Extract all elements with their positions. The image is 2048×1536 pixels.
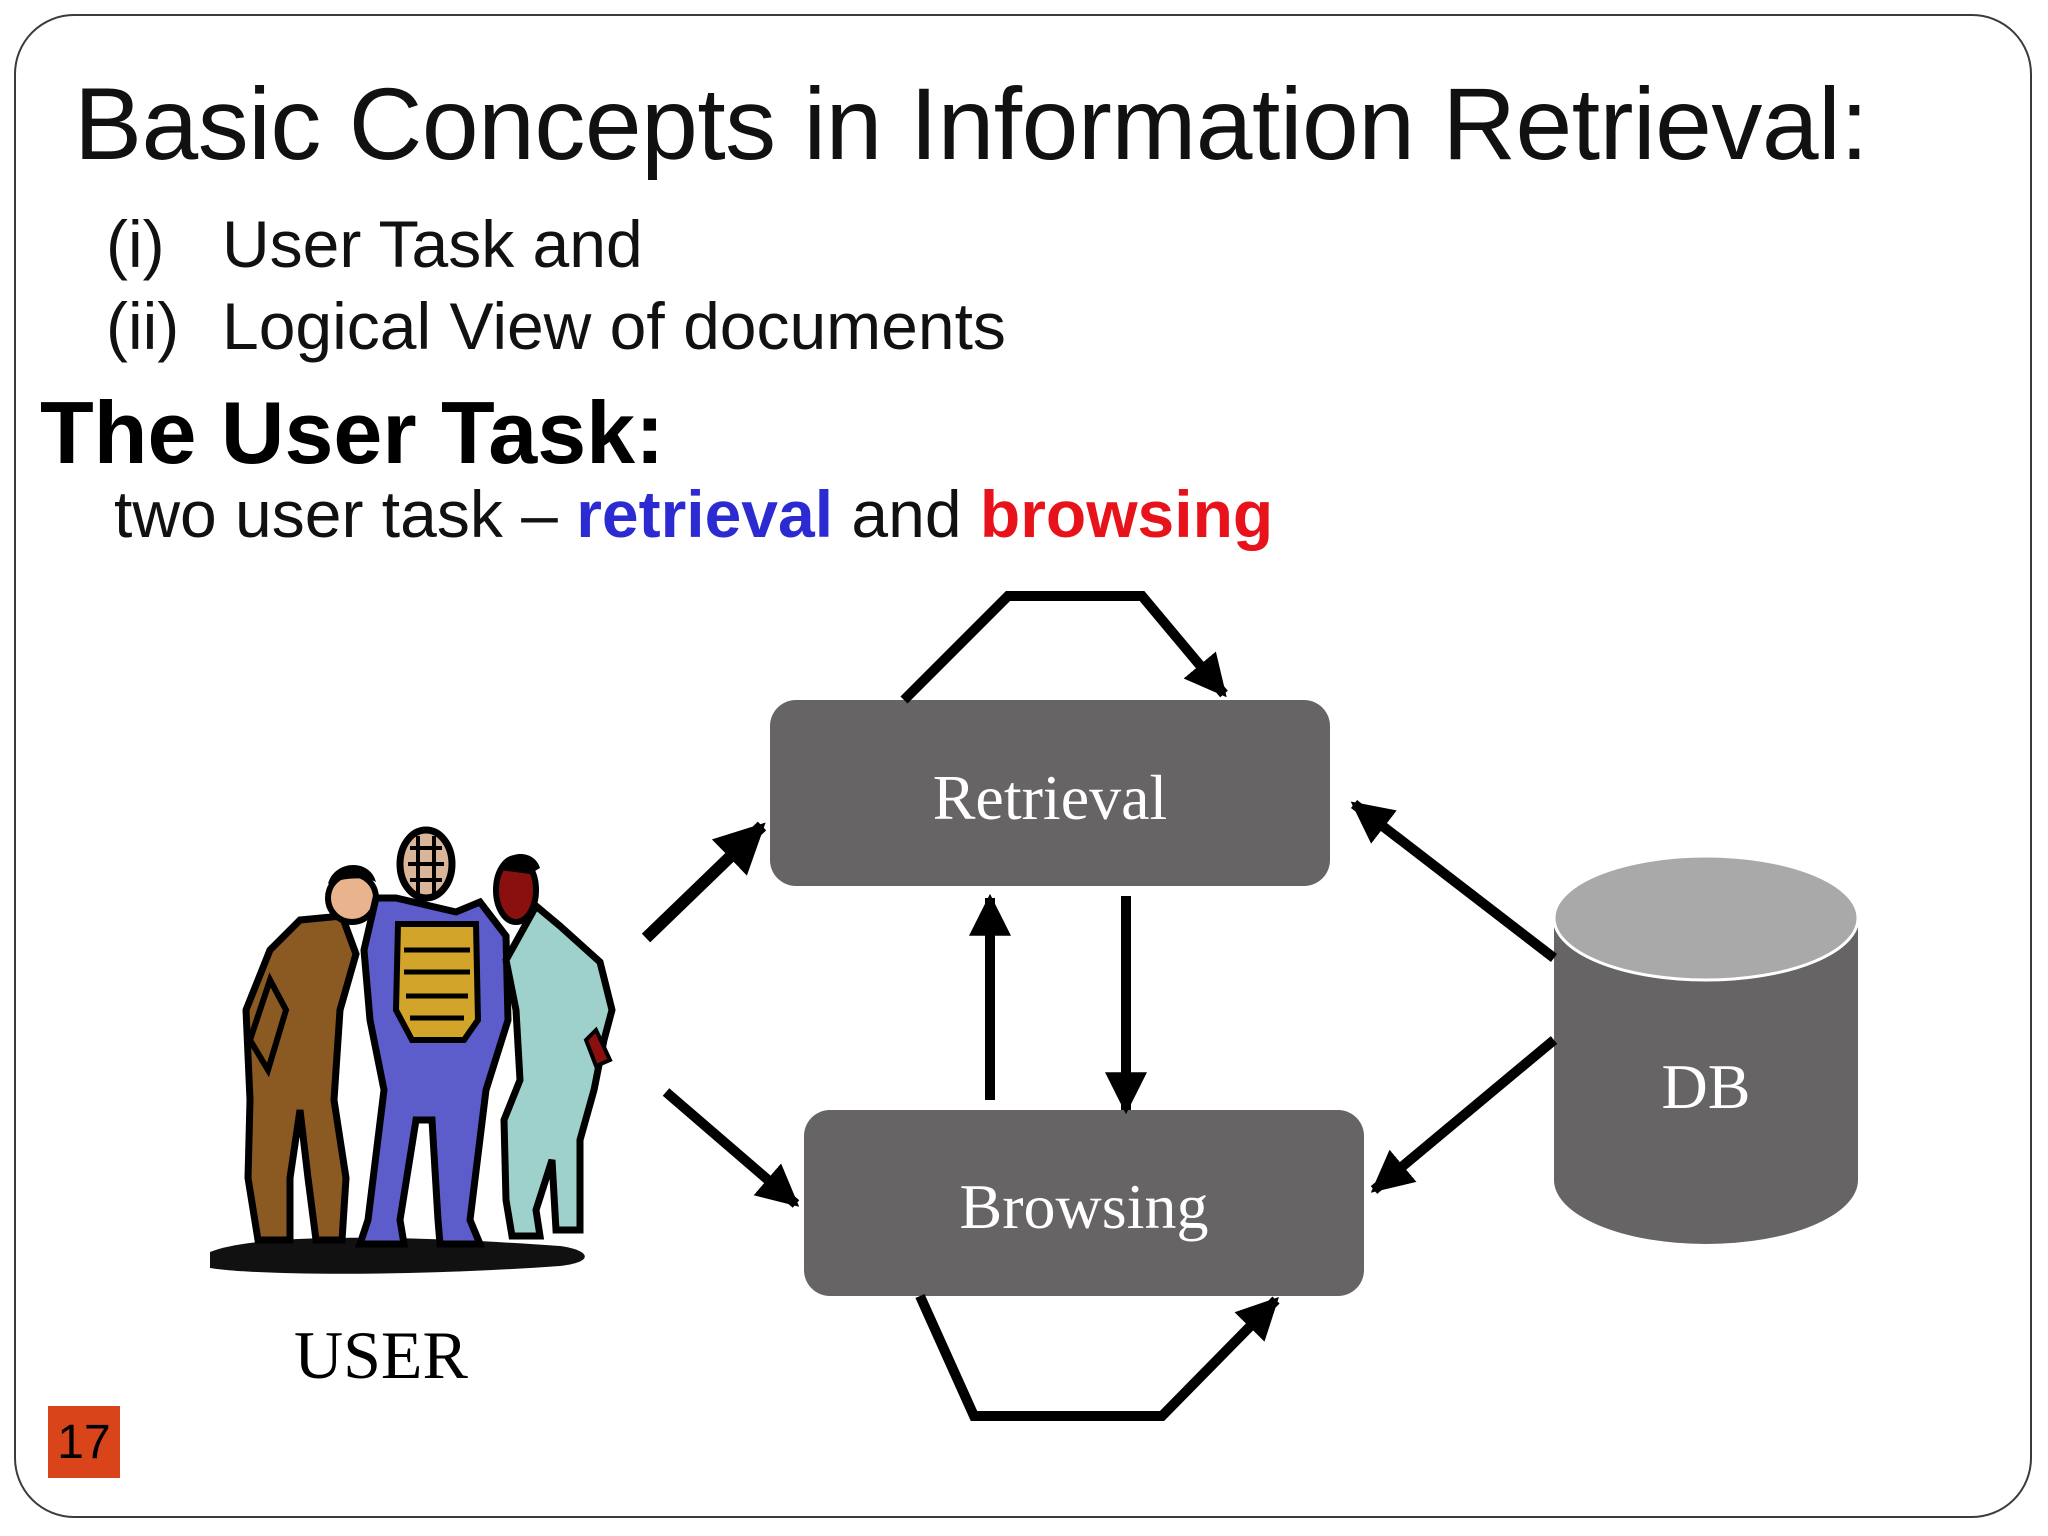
- slide-number-badge: 17: [48, 1406, 120, 1478]
- list-text: User Task and: [222, 207, 643, 281]
- user-group-icon: [210, 826, 616, 1274]
- retrieval-box: [770, 700, 1330, 886]
- slide-title: Basic Concepts in Information Retrieval:: [74, 67, 1869, 181]
- browsing-keyword: browsing: [979, 477, 1274, 551]
- db-cylinder: [1552, 854, 1860, 1244]
- section-heading: The User Task:: [40, 383, 665, 482]
- list-number: (i): [106, 207, 165, 281]
- task-middle: and: [851, 477, 962, 551]
- retrieval-label: Retrieval: [933, 762, 1168, 833]
- browsing-box: [804, 1110, 1364, 1296]
- retrieval-keyword: retrieval: [576, 477, 834, 551]
- user-label: USER: [294, 1317, 468, 1393]
- task-description: two user task – retrieval and browsing: [114, 476, 1273, 552]
- concept-list-item-2: (ii) Logical View of documents: [106, 288, 1006, 364]
- browsing-self-loop-arrow: [915, 1293, 1280, 1421]
- retrieval-self-loop-arrow: [900, 591, 1228, 704]
- user-to-retrieval-arrow: [641, 821, 767, 943]
- task-prefix: two user task –: [114, 477, 558, 551]
- db-to-browsing-arrow: [1370, 1036, 1558, 1194]
- db-label: DB: [1662, 1051, 1751, 1122]
- browsing-label: Browsing: [960, 1171, 1209, 1242]
- db-to-retrieval-arrow: [1350, 800, 1558, 962]
- list-text: Logical View of documents: [222, 289, 1006, 363]
- concept-list-item-1: (i) User Task and: [106, 206, 643, 282]
- user-to-browsing-arrow: [662, 1088, 800, 1208]
- list-number: (ii): [106, 289, 180, 363]
